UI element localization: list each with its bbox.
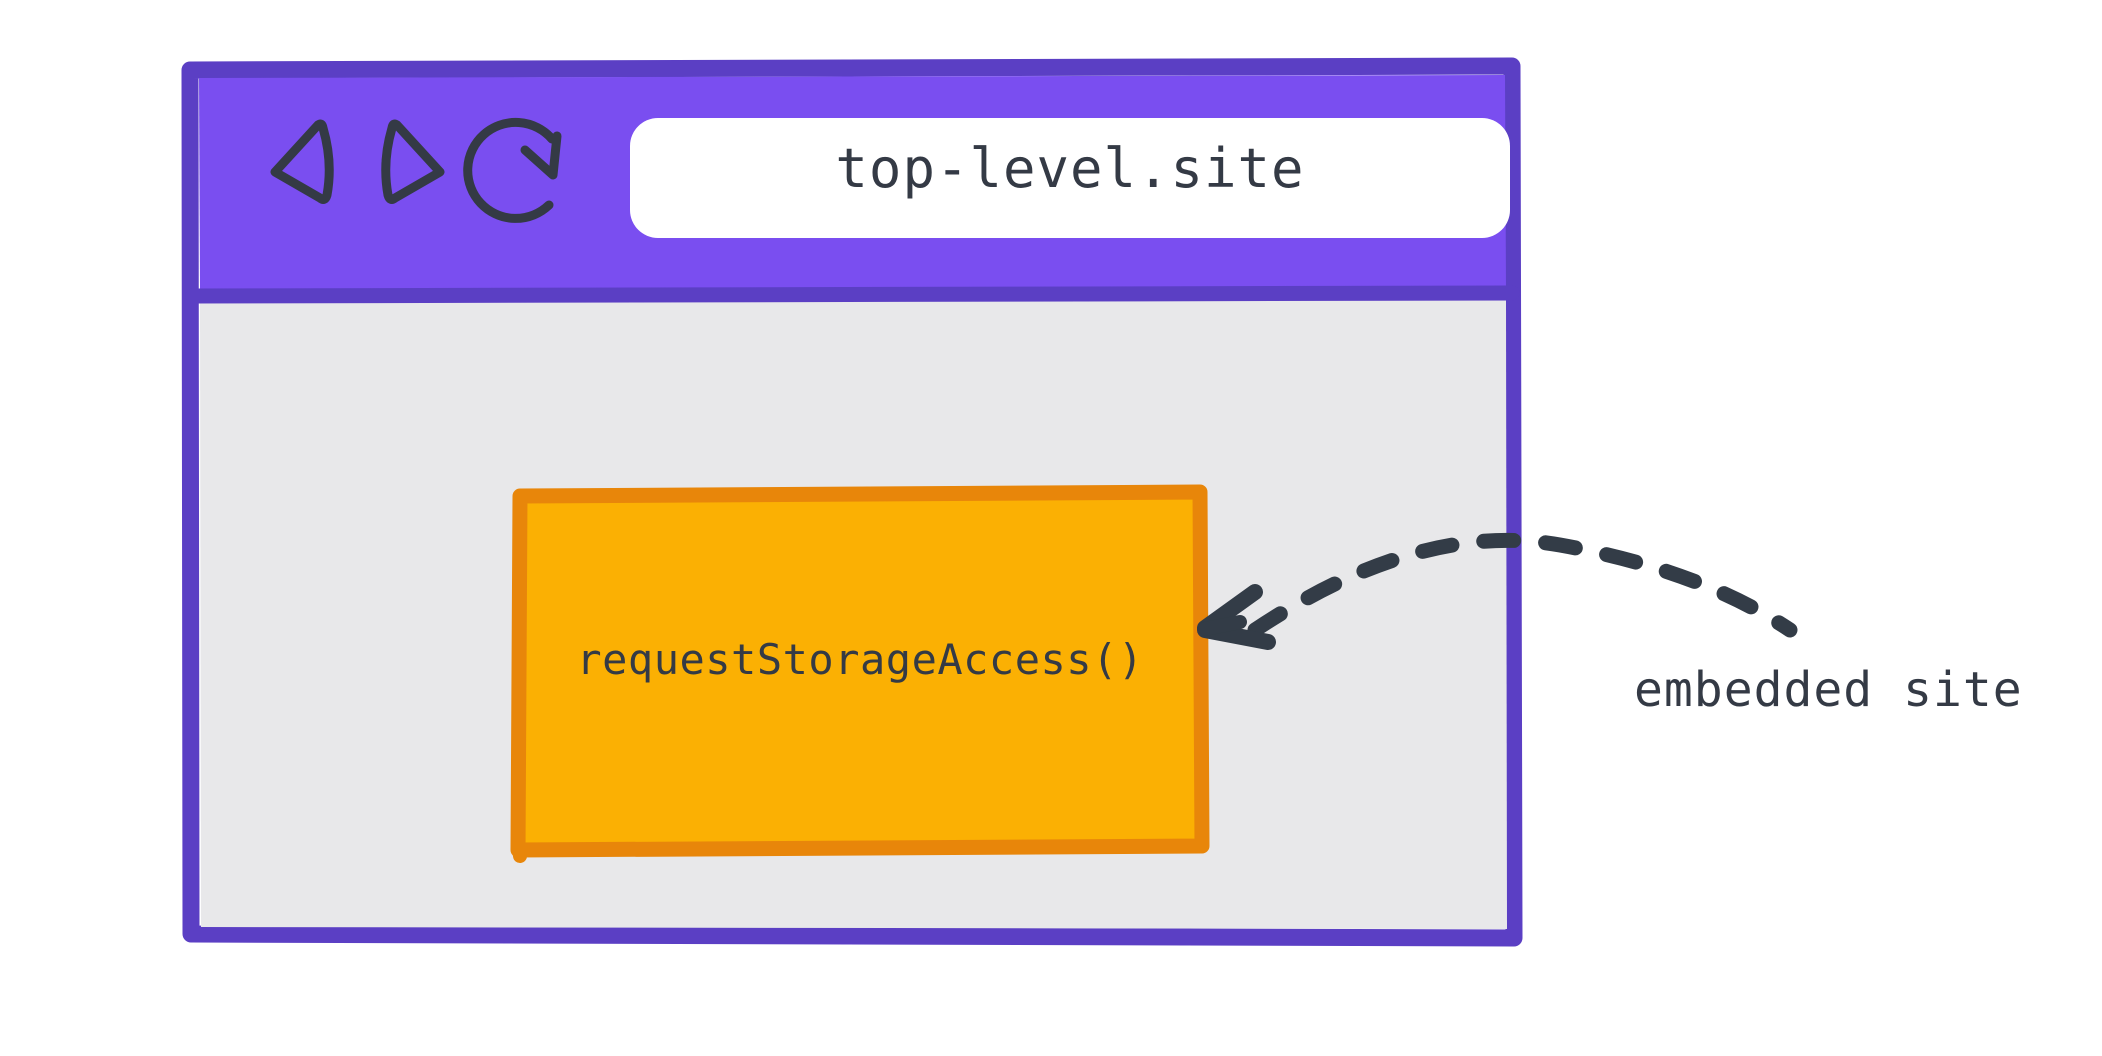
reload-icon[interactable] [463,117,562,223]
embedded-frame[interactable] [510,484,1210,863]
chrome-viewport-divider [185,285,1520,304]
embedded-frame-outline [510,484,1210,858]
embedded-frame-corner-overshoot [511,831,527,863]
address-bar[interactable] [630,118,1510,238]
back-icon[interactable] [270,119,334,204]
embedded-frame-fill [518,492,1202,850]
forward-icon[interactable] [381,119,445,204]
window-outline [181,57,1523,947]
embedded-frame-label: requestStorageAccess() [576,635,1144,684]
annotation-arrow-curve [1247,532,1798,638]
address-bar-value[interactable]: top-level.site [835,137,1305,200]
annotation-label: embedded site [1634,662,2023,718]
annotation-arrowhead-tip [1198,615,1247,636]
annotation-arrow [1197,532,1798,650]
